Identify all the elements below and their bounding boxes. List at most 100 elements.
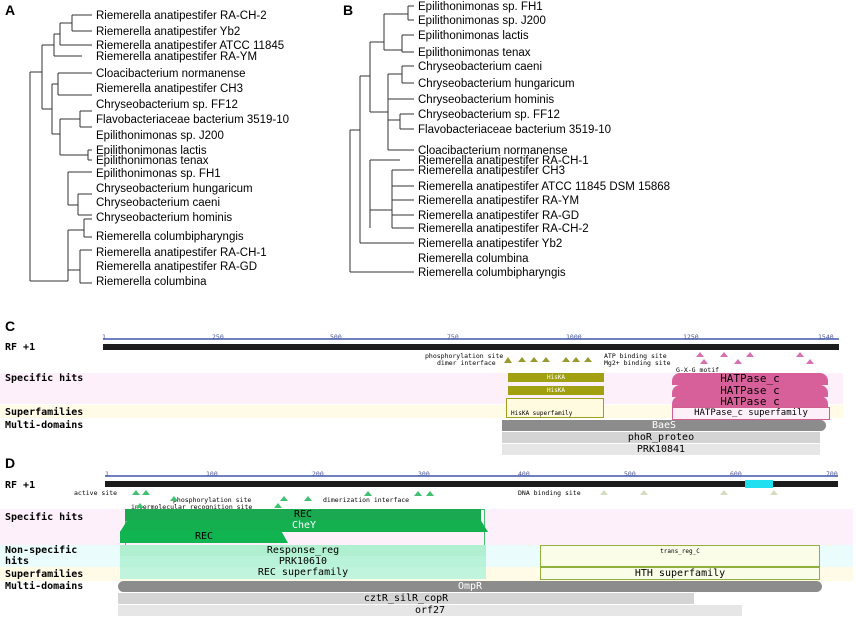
panel-label-a: A <box>5 2 16 18</box>
tree-b-leaf: Chryseobacterium hungaricum <box>418 78 575 90</box>
site-dimerization-d: dimerization interface <box>323 496 410 504</box>
tree-b-leaf: Riemerella anatipestifer RA-CH-2 <box>418 223 589 235</box>
domain-hatpase-1[interactable]: HATPase_c <box>672 373 828 385</box>
domain-rec-superfamily[interactable]: REC superfamily <box>120 567 486 579</box>
tick-d-300: 300 <box>418 470 430 478</box>
site-dimer-interface-c: dimer interface <box>437 359 496 367</box>
domain-response-reg[interactable]: Response_reg <box>120 545 486 556</box>
domain-trans-reg-c[interactable]: trans_reg_C <box>540 545 820 567</box>
row-label-specific-d: Specific hits <box>5 512 84 523</box>
tick-c-1540: 1540 <box>818 333 834 341</box>
domain-ompr[interactable]: OmpR <box>118 581 822 592</box>
domain-orf27[interactable]: orf27 <box>118 605 742 616</box>
tree-a-leaf: Cloacibacterium normanense <box>96 68 246 80</box>
tree-b-leaf: Riemerella anatipestifer RA-CH-1 <box>418 155 589 167</box>
domain-hiska-2[interactable]: HisKA <box>508 386 604 395</box>
site-intermolecular-d: intermolecular recognition site <box>131 503 253 511</box>
tree-a-leaf: Riemerella anatipestifer RA-GD <box>96 261 257 273</box>
domain-prk10841[interactable]: PRK10841 <box>502 444 820 455</box>
domain-baes[interactable]: BaeS <box>502 420 826 431</box>
row-label-superfamilies-c: Superfamilies <box>5 407 84 418</box>
site-phosphorylation-c: phosphorylation site <box>425 352 504 360</box>
tick-c-750: 750 <box>447 333 459 341</box>
domain-cztr-silr-copr[interactable]: cztR_silR_copR <box>118 593 694 604</box>
tree-b-leaf: Epilithonimonas tenax <box>418 47 531 59</box>
tree-b-leaf: Chryseobacterium hominis <box>418 94 554 106</box>
tree-a-leaf: Chryseobacterium sp. FF12 <box>96 99 238 111</box>
panel-label-b: B <box>343 2 354 18</box>
domain-rec-2[interactable]: REC <box>120 531 288 543</box>
tree-b-leaf: Riemerella anatipestifer CH3 <box>418 165 565 177</box>
tree-b-leaf: Riemerella anatipestifer RA-GD <box>418 210 579 222</box>
tree-a-leaf: Epilithonimonas sp. FH1 <box>96 168 221 180</box>
tree-b-leaf: Cloacibacterium normanense <box>418 145 568 157</box>
tree-a-leaf: Chryseobacterium hungaricum <box>96 183 253 195</box>
tick-d-1: 1 <box>105 470 109 478</box>
domain-hatpase-superfamily[interactable]: HATPase_c superfamily <box>672 407 830 420</box>
sequence-bar-c <box>103 344 839 350</box>
tick-d-700: 700 <box>826 470 838 478</box>
tree-a-leaf: Epilithonimonas lactis <box>96 145 207 157</box>
highlight-region-d <box>745 480 773 488</box>
rf-label-c: RF +1 <box>5 342 36 353</box>
tree-b-leaf: Chryseobacterium sp. FF12 <box>418 109 560 121</box>
site-markers-c <box>504 352 814 364</box>
rf-label-d: RF +1 <box>5 480 36 491</box>
tree-a-leaf: Riemerella anatipestifer CH3 <box>96 83 243 95</box>
tree-a-leaf: Chryseobacterium hominis <box>96 212 232 224</box>
tick-c-250: 250 <box>212 333 224 341</box>
tree-a-leaf: Riemerella anatipestifer RA-YM <box>96 51 257 63</box>
tree-a-leaf: Riemerella anatipestifer RA-CH-1 <box>96 247 267 259</box>
tick-d-200: 200 <box>312 470 324 478</box>
site-markers-d <box>132 490 778 508</box>
tick-d-100: 100 <box>206 470 218 478</box>
tick-c-1250: 1250 <box>683 333 699 341</box>
site-active-d: active site <box>74 489 118 497</box>
tree-a-leaf: Riemerella anatipestifer RA-CH-2 <box>96 10 267 22</box>
site-phosphorylation-d: phosphorylation site <box>173 496 252 504</box>
tree-b-leaf: Riemerella anatipestifer Yb2 <box>418 238 562 250</box>
row-label-nonspecific-d: Non-specific hits <box>5 545 78 567</box>
tree-a: Riemerella anatipestifer RA-CH-2Riemerel… <box>29 10 289 288</box>
row-label-specific-c: Specific hits <box>5 373 84 384</box>
domain-hatpase-2[interactable]: HATPase_c <box>672 385 828 397</box>
row-label-multi-d: Multi-domains <box>5 581 84 592</box>
site-atp-binding-c: ATP binding site <box>604 352 667 360</box>
site-mg-binding-c: Mg2+ binding site <box>604 359 671 367</box>
tree-a-leaf: Chryseobacterium caeni <box>96 197 220 209</box>
tree-a-leaf: Epilithonimonas tenax <box>96 155 209 167</box>
domain-hatpase-3[interactable]: HATPase_c <box>672 396 828 408</box>
panel-label-d: D <box>5 455 16 471</box>
site-dna-binding-d: DNA binding site <box>518 489 581 497</box>
domain-rec-1[interactable]: REC <box>125 509 481 521</box>
tree-a-leaf: Riemerella columbipharyngis <box>96 231 244 243</box>
panel-label-c: C <box>5 318 16 334</box>
band-superfamilies-c <box>0 405 843 418</box>
tree-a-leaf: Flavobacteriaceae bacterium 3519-10 <box>96 114 289 126</box>
tree-b-leaf: Epilithonimonas lactis <box>418 30 529 42</box>
domain-hiska-1[interactable]: HisKA <box>508 373 604 382</box>
tree-a-leaf: Riemerella anatipestifer ATCC 11845 <box>96 40 284 52</box>
domain-phor-proteo[interactable]: phoR_proteo <box>502 432 820 443</box>
tree-b-leaf: Riemerella columbipharyngis <box>418 267 566 279</box>
domain-chey[interactable]: CheY <box>120 520 488 532</box>
domain-hiska-superfamily[interactable]: HisKA superfamily <box>506 398 604 418</box>
tree-b-leaf: Chryseobacterium caeni <box>418 61 542 73</box>
domain-prk10610[interactable]: PRK10610 <box>120 556 486 567</box>
tree-b-leaf: Riemerella anatipestifer ATCC 11845 DSM … <box>418 181 670 193</box>
tick-c-1000: 1000 <box>566 333 582 341</box>
row-label-superfamilies-d: Superfamilies <box>5 569 84 580</box>
site-gxg-motif-c: G-X-G motif <box>676 366 720 374</box>
row-label-multi-c: Multi-domains <box>5 420 84 431</box>
tree-a-leaf: Epilithonimonas sp. J200 <box>96 130 224 142</box>
tree-b-leaf: Riemerella columbina <box>418 253 529 265</box>
tree-a-leaf: Riemerella anatipestifer Yb2 <box>96 26 240 38</box>
tick-c-1: 1 <box>102 333 106 341</box>
tick-d-500: 500 <box>624 470 636 478</box>
tree-b-leaf: Riemerella anatipestifer RA-YM <box>418 195 579 207</box>
tick-d-600: 600 <box>730 470 742 478</box>
tree-a-leaf: Riemerella columbina <box>96 276 207 288</box>
domain-hth-superfamily[interactable]: HTH superfamily <box>540 567 820 580</box>
tick-d-400: 400 <box>518 470 530 478</box>
